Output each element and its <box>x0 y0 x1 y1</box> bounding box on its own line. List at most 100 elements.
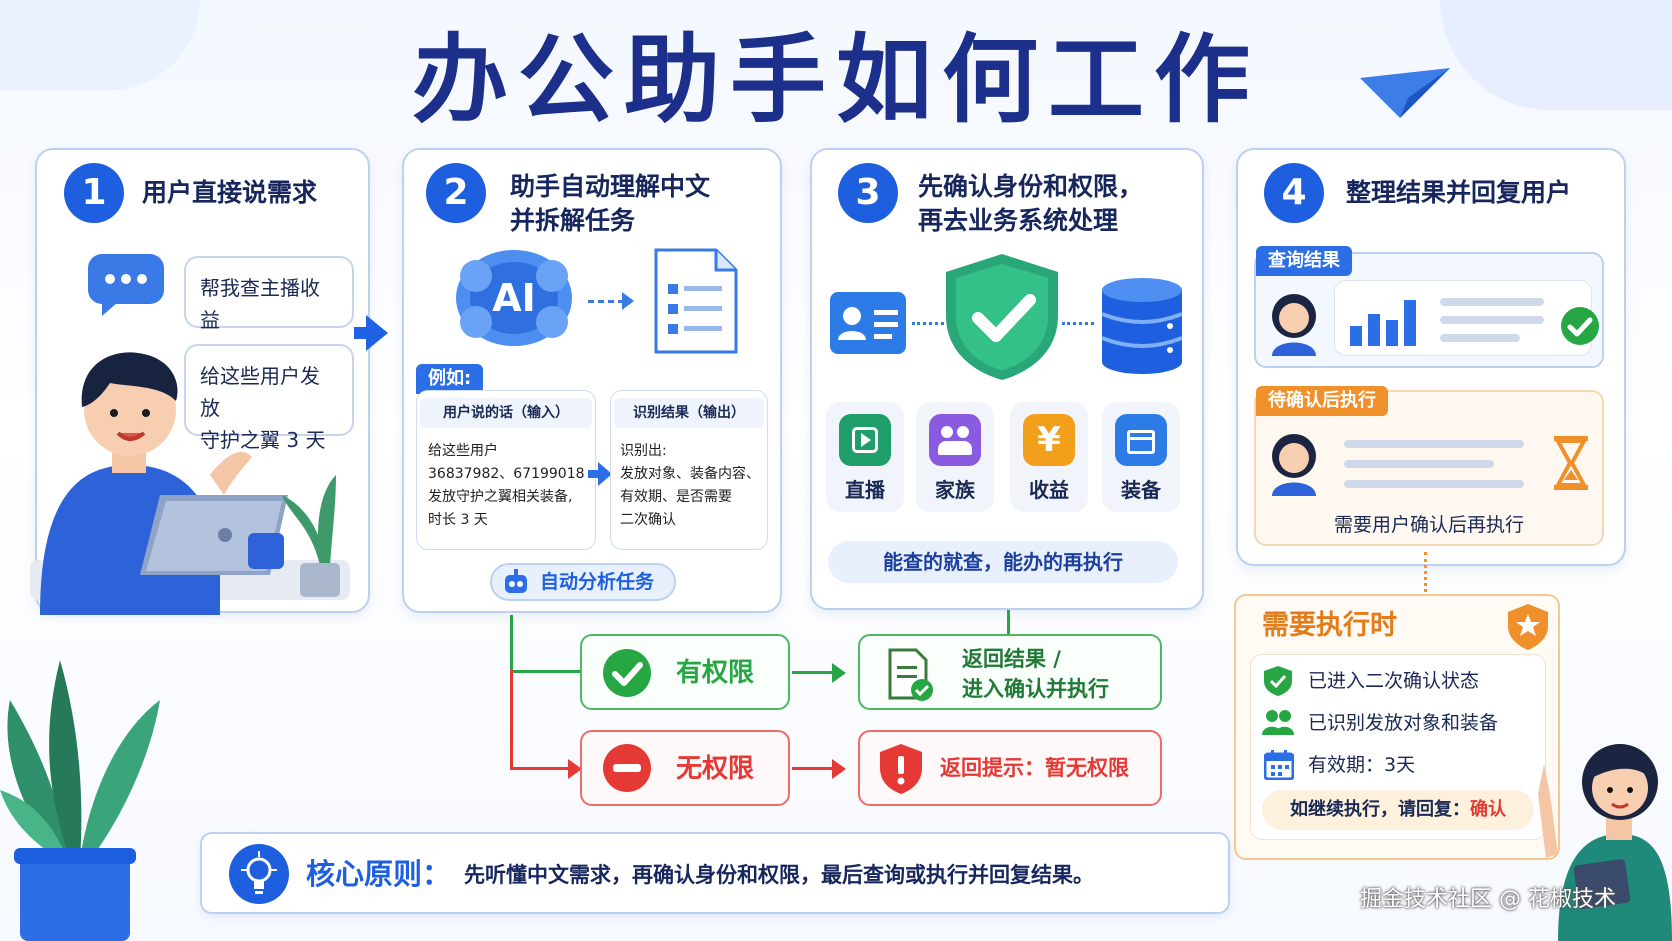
step3-title: 先确认身份和权限， 再去业务系统处理 <box>918 170 1143 238</box>
execute-title: 需要执行时 <box>1262 610 1397 641</box>
ai-brain-icon <box>456 250 572 346</box>
input-header: 用户说的话（输入） <box>420 398 592 428</box>
step4-title: 整理结果并回复用户 <box>1346 178 1572 207</box>
dotted-connector <box>1062 322 1094 325</box>
live-play-icon <box>839 414 891 466</box>
core-principle-text: 先听懂中文需求，再确认身份和权限，最后查询或执行并回复结果。 <box>464 863 1094 887</box>
request-text-1: 帮我查主播收益 <box>200 276 320 332</box>
pending-tag: 待确认后执行 <box>1256 386 1388 416</box>
input-line: 发放守护之翼相关装备, <box>428 489 573 505</box>
lightbulb-icon <box>229 844 289 904</box>
user-avatar <box>1272 434 1316 496</box>
family-group-icon <box>929 414 981 466</box>
request-text-2b: 守护之翼 3 天 <box>200 428 326 452</box>
step2-title: 助手自动理解中文 并拆解任务 <box>510 170 710 238</box>
shield-check-icon <box>1264 666 1292 696</box>
paper-plane-icon <box>1360 68 1450 118</box>
step2-title-line1: 助手自动理解中文 <box>510 172 711 201</box>
return-result-line1: 返回结果 / <box>962 647 1061 671</box>
continue-text: 如继续执行，请回复：确认 <box>1262 797 1534 823</box>
system-family: 家族 <box>916 402 994 512</box>
bar-chart-icon <box>1350 300 1416 346</box>
text-placeholder <box>1440 316 1544 324</box>
no-permission-label: 无权限 <box>676 754 755 784</box>
step4-number: 4 <box>1264 163 1324 223</box>
no-entry-icon <box>603 744 651 792</box>
text-placeholder <box>1440 298 1544 306</box>
step3-number: 3 <box>838 163 898 223</box>
yuan-symbol: ¥ <box>1037 420 1061 460</box>
document-check-icon <box>888 648 933 701</box>
branch-line-green <box>510 670 580 673</box>
step3-panel <box>810 148 1204 610</box>
chat-bubble-icon <box>88 254 164 316</box>
shield-check-icon <box>946 254 1058 380</box>
yuan-icon: ¥ <box>1023 414 1075 466</box>
dashed-arrow <box>588 300 624 303</box>
input-lines: 给这些用户 36837982、67199018 发放守护之翼相关装备, 时长 3… <box>428 440 594 532</box>
continue-prefix: 如继续执行，请回复： <box>1290 799 1470 820</box>
dotted-connector <box>912 322 944 325</box>
input-line: 时长 3 天 <box>428 512 488 528</box>
green-arrow-head <box>832 663 846 683</box>
calendar-icon <box>1264 750 1294 780</box>
step2-number: 2 <box>426 163 486 223</box>
no-permission-result-text: 返回提示：暂无权限 <box>940 756 1129 780</box>
query-result-tag: 查询结果 <box>1256 246 1352 276</box>
users-icon <box>1262 710 1294 735</box>
output-line: 有效期、是否需要 <box>620 489 732 505</box>
page-title: 办公助手如何工作 <box>412 24 1260 136</box>
step1-number: 1 <box>64 163 124 223</box>
system-label: 装备 <box>1121 478 1161 502</box>
dashed-connector <box>1424 552 1427 592</box>
flow-arrow-head <box>366 315 388 351</box>
red-arrow-head <box>568 759 582 779</box>
robot-icon <box>505 569 527 593</box>
user-avatar <box>1272 294 1316 356</box>
text-placeholder <box>1344 480 1524 488</box>
branch-line-step3 <box>1007 610 1010 636</box>
principle-text: 能查的就查，能办的再执行 <box>883 550 1123 574</box>
step3-title-line1: 先确认身份和权限， <box>918 172 1144 201</box>
ai-label: AI <box>492 276 536 320</box>
star-badge-icon <box>1508 604 1548 650</box>
red-arrow-line <box>792 767 834 770</box>
system-label: 直播 <box>845 478 885 502</box>
check-circle-icon <box>603 649 651 697</box>
input-line: 36837982、67199018 <box>428 466 585 482</box>
flow-arrow <box>354 327 368 339</box>
request-text-2a: 给这些用户发放 <box>200 364 320 420</box>
execute-item: 已进入二次确认状态 <box>1308 670 1480 692</box>
has-permission-box <box>580 634 790 710</box>
step2-title-line2: 并拆解任务 <box>510 206 636 235</box>
output-line: 发放对象、装备内容、 <box>620 466 760 482</box>
request-bubble-2: 给这些用户发放 守护之翼 3 天 <box>184 344 354 452</box>
text-placeholder <box>1440 334 1520 342</box>
branch-line-red <box>510 670 513 768</box>
return-result-text: 返回结果 / 进入确认并执行 <box>962 644 1109 704</box>
id-card-icon <box>830 292 906 354</box>
step3-title-line2: 再去业务系统处理 <box>918 206 1119 235</box>
input-line: 给这些用户 <box>428 443 498 459</box>
system-equipment: 装备 <box>1102 402 1180 512</box>
step1-title: 用户直接说需求 <box>142 178 318 207</box>
output-lines: 识别出: 发放对象、装备内容、 有效期、是否需要 二次确认 <box>620 440 766 532</box>
core-principle-label: 核心原则： <box>306 857 452 891</box>
small-arrow <box>588 470 600 478</box>
auto-analyze-label: 自动分析任务 <box>540 571 655 593</box>
branch-line-red <box>510 767 570 770</box>
text-placeholder <box>1344 440 1524 448</box>
request-bubble-1: 帮我查主播收益 <box>184 256 354 332</box>
hourglass-icon <box>1554 436 1588 490</box>
task-document-icon <box>654 248 738 354</box>
return-result-line2: 进入确认并执行 <box>962 677 1109 701</box>
system-revenue: ¥ 收益 <box>1010 402 1088 512</box>
user-illustration <box>30 352 350 615</box>
check-circle-icon <box>1561 307 1599 345</box>
principle-pill <box>828 541 1178 583</box>
system-label: 家族 <box>935 478 975 502</box>
core-principle-bar <box>200 832 1230 914</box>
warning-shield-icon <box>880 744 922 794</box>
plant-decoration <box>0 660 160 941</box>
database-icon <box>1102 278 1182 374</box>
